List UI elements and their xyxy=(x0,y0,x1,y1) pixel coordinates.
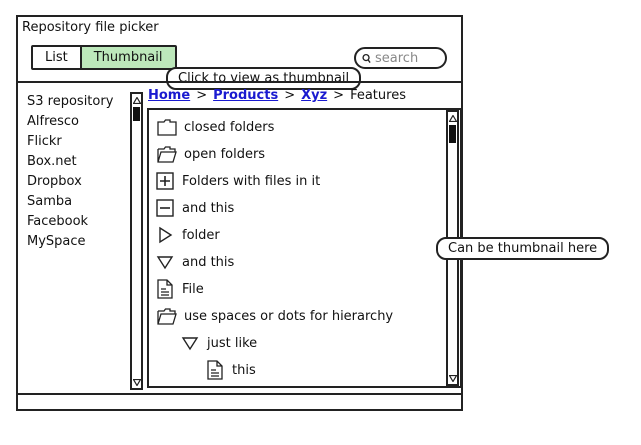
breadcrumb-products[interactable]: Products xyxy=(213,88,279,103)
scroll-up-icon[interactable] xyxy=(448,112,457,124)
sidebar-item-dropbox[interactable]: Dropbox xyxy=(27,174,82,189)
folder-open-icon xyxy=(156,305,178,327)
plus-box-icon[interactable] xyxy=(154,170,176,192)
list-item-label: File xyxy=(182,281,204,297)
triangle-down-icon[interactable] xyxy=(179,332,201,354)
list-item[interactable]: and this xyxy=(154,197,234,219)
scroll-down-icon[interactable] xyxy=(448,372,457,384)
list-item[interactable]: this xyxy=(204,359,256,381)
file-panel: closed folders open folders Folders with… xyxy=(147,108,462,388)
folder-open-icon xyxy=(156,143,178,165)
sidebar-item-flickr[interactable]: Flickr xyxy=(27,134,62,149)
list-item[interactable]: closed folders xyxy=(156,116,274,138)
scroll-down-icon[interactable] xyxy=(132,376,141,388)
sidebar-scroll-thumb[interactable] xyxy=(133,107,140,121)
thumbnail-panel-callout: Can be thumbnail here xyxy=(436,237,610,260)
list-item-label: use spaces or dots for hierarchy xyxy=(184,308,394,324)
scroll-up-icon[interactable] xyxy=(132,94,141,106)
thumbnail-callout: Click to view as thumbnail xyxy=(166,67,362,90)
search-icon xyxy=(362,53,371,63)
triangle-down-icon[interactable] xyxy=(154,251,176,273)
minus-box-icon[interactable] xyxy=(154,197,176,219)
sidebar-item-facebook[interactable]: Facebook xyxy=(27,214,89,229)
list-item[interactable]: just like xyxy=(179,332,257,354)
breadcrumb-separator: > xyxy=(196,88,208,103)
list-item[interactable]: use spaces or dots for hierarchy xyxy=(156,305,393,327)
list-item[interactable]: Folders with files in it xyxy=(154,170,320,192)
repository-list: S3 repository Alfresco Flickr Box.net Dr… xyxy=(27,92,113,252)
list-item-label: closed folders xyxy=(184,119,275,135)
sidebar-item-myspace[interactable]: MySpace xyxy=(27,234,86,249)
breadcrumb-xyz[interactable]: Xyz xyxy=(301,88,328,103)
list-item-label: and this xyxy=(182,254,235,270)
folder-closed-icon xyxy=(156,116,178,138)
breadcrumb-separator: > xyxy=(284,88,296,103)
sidebar-item-boxnet[interactable]: Box.net xyxy=(27,154,77,169)
list-item[interactable]: folder xyxy=(154,224,220,246)
list-item[interactable]: open folders xyxy=(156,143,265,165)
search-box[interactable] xyxy=(354,47,447,69)
breadcrumb: Home > Products > Xyz > Features xyxy=(148,88,406,103)
window-title: Repository file picker xyxy=(22,20,159,35)
triangle-right-icon[interactable] xyxy=(154,224,176,246)
file-panel-scroll-thumb[interactable] xyxy=(449,125,456,143)
list-item-label: and this xyxy=(182,200,235,216)
tab-list[interactable]: List xyxy=(45,50,68,65)
breadcrumb-current: Features xyxy=(350,88,406,103)
file-picker-window xyxy=(16,15,463,411)
list-item-label: just like xyxy=(207,335,258,351)
file-icon xyxy=(154,278,176,300)
sidebar-item-s3[interactable]: S3 repository xyxy=(27,94,114,109)
breadcrumb-separator: > xyxy=(333,88,345,103)
list-item-label: this xyxy=(232,362,256,378)
tab-thumbnail[interactable]: Thumbnail xyxy=(79,47,175,68)
list-item-label: Folders with files in it xyxy=(182,173,321,189)
sidebar-item-alfresco[interactable]: Alfresco xyxy=(27,114,80,129)
list-item-label: folder xyxy=(182,227,220,243)
sidebar-scrollbar[interactable] xyxy=(130,92,143,390)
footer-divider xyxy=(16,393,463,395)
file-icon xyxy=(204,359,226,381)
breadcrumb-home[interactable]: Home xyxy=(148,88,191,103)
list-item-label: open folders xyxy=(184,146,266,162)
header-divider xyxy=(16,81,463,83)
sidebar-item-samba[interactable]: Samba xyxy=(27,194,73,209)
list-item[interactable]: and this xyxy=(154,251,234,273)
view-toggle: List Thumbnail xyxy=(31,45,177,70)
list-item[interactable]: File xyxy=(154,278,204,300)
search-input[interactable] xyxy=(371,50,445,66)
